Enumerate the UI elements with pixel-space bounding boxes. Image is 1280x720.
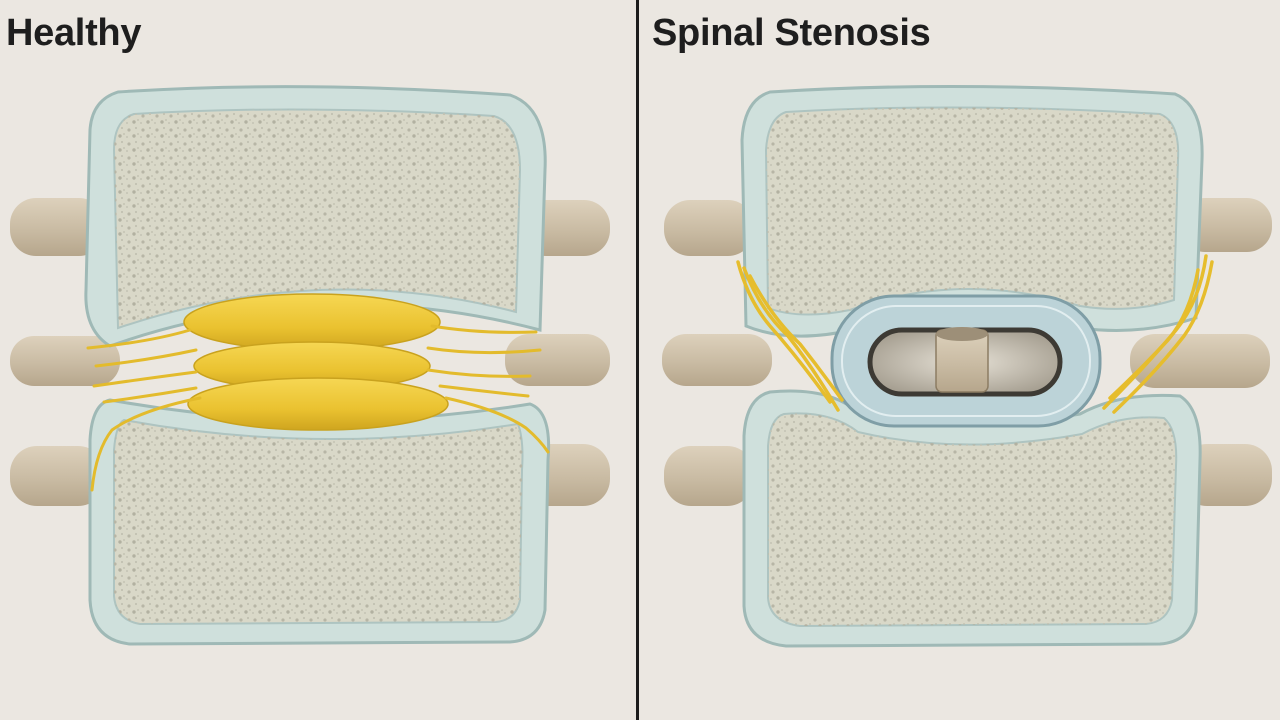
process-left-mid [662, 334, 772, 386]
healthy-upper-vertebra [84, 85, 547, 348]
narrowed-spinal-canal [830, 294, 1102, 428]
stenosis-lower-vertebra [742, 389, 1202, 648]
healthy-diagram [10, 85, 610, 646]
process-left-bottom [664, 446, 754, 506]
nerve-lobe-bottom [187, 377, 449, 431]
nerve-fibers-right [426, 324, 550, 454]
pinched-nerve-left [736, 260, 844, 412]
process-left-top [664, 200, 754, 256]
healthy-nerve-bundle [86, 293, 550, 492]
panel-title-healthy: Healthy [6, 12, 142, 54]
panel-divider [636, 0, 639, 720]
process-right-top [1180, 198, 1272, 252]
stenosis-upper-vertebra [740, 84, 1204, 338]
spinal-cord-top [936, 327, 988, 341]
process-right-mid [1130, 334, 1270, 388]
process-left-bottom [10, 446, 105, 506]
canal-ring-inner-highlight [841, 305, 1091, 417]
panel-title-stenosis: Spinal Stenosis [652, 12, 931, 54]
stenosis-processes [662, 198, 1272, 506]
pinched-nerves [736, 254, 1214, 414]
process-right-bottom [1180, 444, 1272, 506]
pinched-nerve-right [1102, 254, 1214, 414]
process-left-top [10, 198, 105, 256]
process-left-mid [10, 336, 120, 386]
stenosis-diagram [662, 84, 1272, 648]
process-right-mid [505, 334, 610, 386]
healthy-lower-vertebra [88, 398, 551, 646]
nerve-fibers-left [86, 328, 202, 492]
